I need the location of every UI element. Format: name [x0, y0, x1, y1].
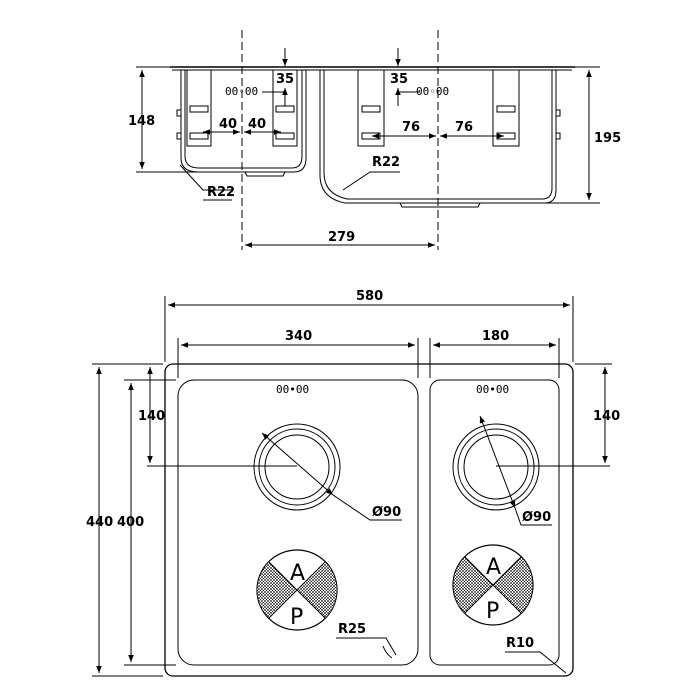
dim-35-left-label: 35 — [276, 72, 294, 87]
outer-rim — [164, 363, 574, 677]
dim-279-label: 279 — [328, 230, 355, 245]
right-bowl-inner — [323, 70, 553, 200]
dim-580-label: 580 — [356, 289, 383, 304]
right-drain-bump — [399, 202, 481, 208]
drain-diam-right-label: Ø90 — [522, 510, 551, 525]
top-view — [92, 296, 612, 677]
dim-400-label: 400 — [117, 515, 144, 530]
corner-radius-left-label: R25 — [338, 622, 366, 637]
left-bowl-inner — [184, 70, 303, 169]
left-bowl — [177, 379, 419, 666]
ap-left-top-letter: A — [290, 561, 305, 586]
r22-right-leader — [342, 171, 400, 191]
right-bowl — [429, 379, 560, 666]
hole-marks-left: 00​◦00 — [225, 85, 258, 98]
dim-195-label: 195 — [594, 131, 621, 146]
hole-marks-right-bowl: 00•00 — [476, 383, 509, 396]
dim-140-right-label: 140 — [593, 409, 620, 424]
dim-76-right-label: 76 — [455, 120, 473, 135]
left-drain-outer — [253, 423, 341, 511]
left-drain-diam-line — [261, 432, 334, 496]
dim-35-right-label: 35 — [390, 72, 408, 87]
dim-148-label: 148 — [128, 114, 155, 129]
hole-marks-right: 00◦00 — [416, 85, 449, 98]
ap-right-top-letter: A — [486, 555, 501, 580]
dim-40-right-label: 40 — [248, 117, 266, 132]
right-drain-diam-line — [479, 415, 516, 509]
left-bowl-clips — [176, 69, 298, 147]
dim-76-left-label: 76 — [402, 120, 420, 135]
right-drain-inner — [463, 434, 529, 500]
r25-arc-mark — [382, 645, 393, 659]
dim-40-left-label: 40 — [219, 117, 237, 132]
dim-180-label: 180 — [482, 329, 509, 344]
right-drain-mid — [457, 428, 535, 506]
left-drain-bump — [244, 171, 286, 177]
left-bowl-outline — [180, 70, 307, 173]
left-drain-mid — [258, 428, 336, 506]
right-bowl-outline — [306, 69, 557, 204]
r22-left-label: R22 — [207, 185, 235, 200]
side-view — [136, 30, 600, 250]
dim-440-label: 440 — [86, 515, 113, 530]
dim-140-left-label: 140 — [138, 409, 165, 424]
ap-symbol-left — [256, 549, 338, 631]
right-drain-outer — [452, 423, 540, 511]
r22-right-label: R22 — [372, 155, 400, 170]
left-drain-diam-leader — [332, 494, 402, 521]
dim-340-label: 340 — [285, 329, 312, 344]
corner-radius-right-label: R10 — [506, 636, 534, 651]
right-drain-diam-leader — [514, 507, 552, 526]
drain-diam-left-label: Ø90 — [372, 505, 401, 520]
hole-marks-left-bowl: 00•00 — [276, 383, 309, 396]
r25-leader — [336, 637, 397, 656]
ap-left-bottom-letter: P — [290, 605, 303, 630]
right-bowl-clips — [357, 69, 561, 147]
ap-right-bottom-letter: P — [486, 599, 499, 624]
r22-left-leader — [179, 164, 232, 191]
r10-leader — [505, 651, 567, 674]
ap-symbol-right — [452, 544, 534, 626]
